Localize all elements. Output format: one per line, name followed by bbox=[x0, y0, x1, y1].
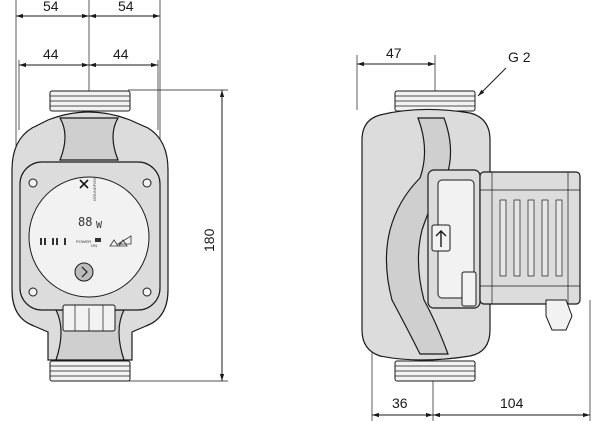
mode-button[interactable] bbox=[74, 262, 94, 282]
dim-height: 180 bbox=[201, 228, 217, 252]
dim-left-inner: 44 bbox=[43, 46, 59, 62]
brand-logo-icon bbox=[79, 179, 89, 189]
flow-arrow-icon bbox=[435, 230, 447, 247]
curve-icon bbox=[116, 235, 132, 245]
cable-plug bbox=[545, 299, 573, 331]
dim-top: 47 bbox=[386, 45, 402, 61]
display-value: 88 bbox=[78, 215, 92, 229]
screw-bottom-left bbox=[28, 287, 38, 297]
display-unit: W bbox=[96, 220, 103, 231]
power-on-label: ON bbox=[91, 243, 97, 248]
screw-top-right bbox=[142, 178, 152, 188]
housing-neck bbox=[58, 117, 120, 161]
cooling-ribs bbox=[499, 199, 563, 277]
screw-top-left bbox=[28, 178, 38, 188]
brand-text: GRUNDFOS bbox=[92, 178, 97, 201]
led-indicators bbox=[40, 238, 66, 245]
front-panel bbox=[28, 176, 150, 298]
dim-left-outer: 54 bbox=[43, 0, 59, 14]
thread-leader bbox=[477, 67, 507, 97]
button-arrow-icon bbox=[81, 266, 88, 278]
screw-bottom-right bbox=[142, 287, 152, 297]
front-view: 54 54 44 44 180 bbox=[11, 0, 228, 382]
dim-bottom-right: 104 bbox=[500, 395, 524, 411]
thread-label: G 2 bbox=[508, 49, 531, 65]
dim-right-outer: 54 bbox=[118, 0, 134, 14]
dim-right-inner: 44 bbox=[113, 46, 129, 62]
side-view: 47 G 2 36 104 bbox=[356, 45, 591, 421]
terminal-clip bbox=[461, 271, 477, 307]
dim-bottom-left: 36 bbox=[392, 395, 408, 411]
power-led bbox=[95, 238, 101, 242]
mode-icon bbox=[109, 239, 128, 247]
power-label: POWER bbox=[76, 239, 91, 244]
